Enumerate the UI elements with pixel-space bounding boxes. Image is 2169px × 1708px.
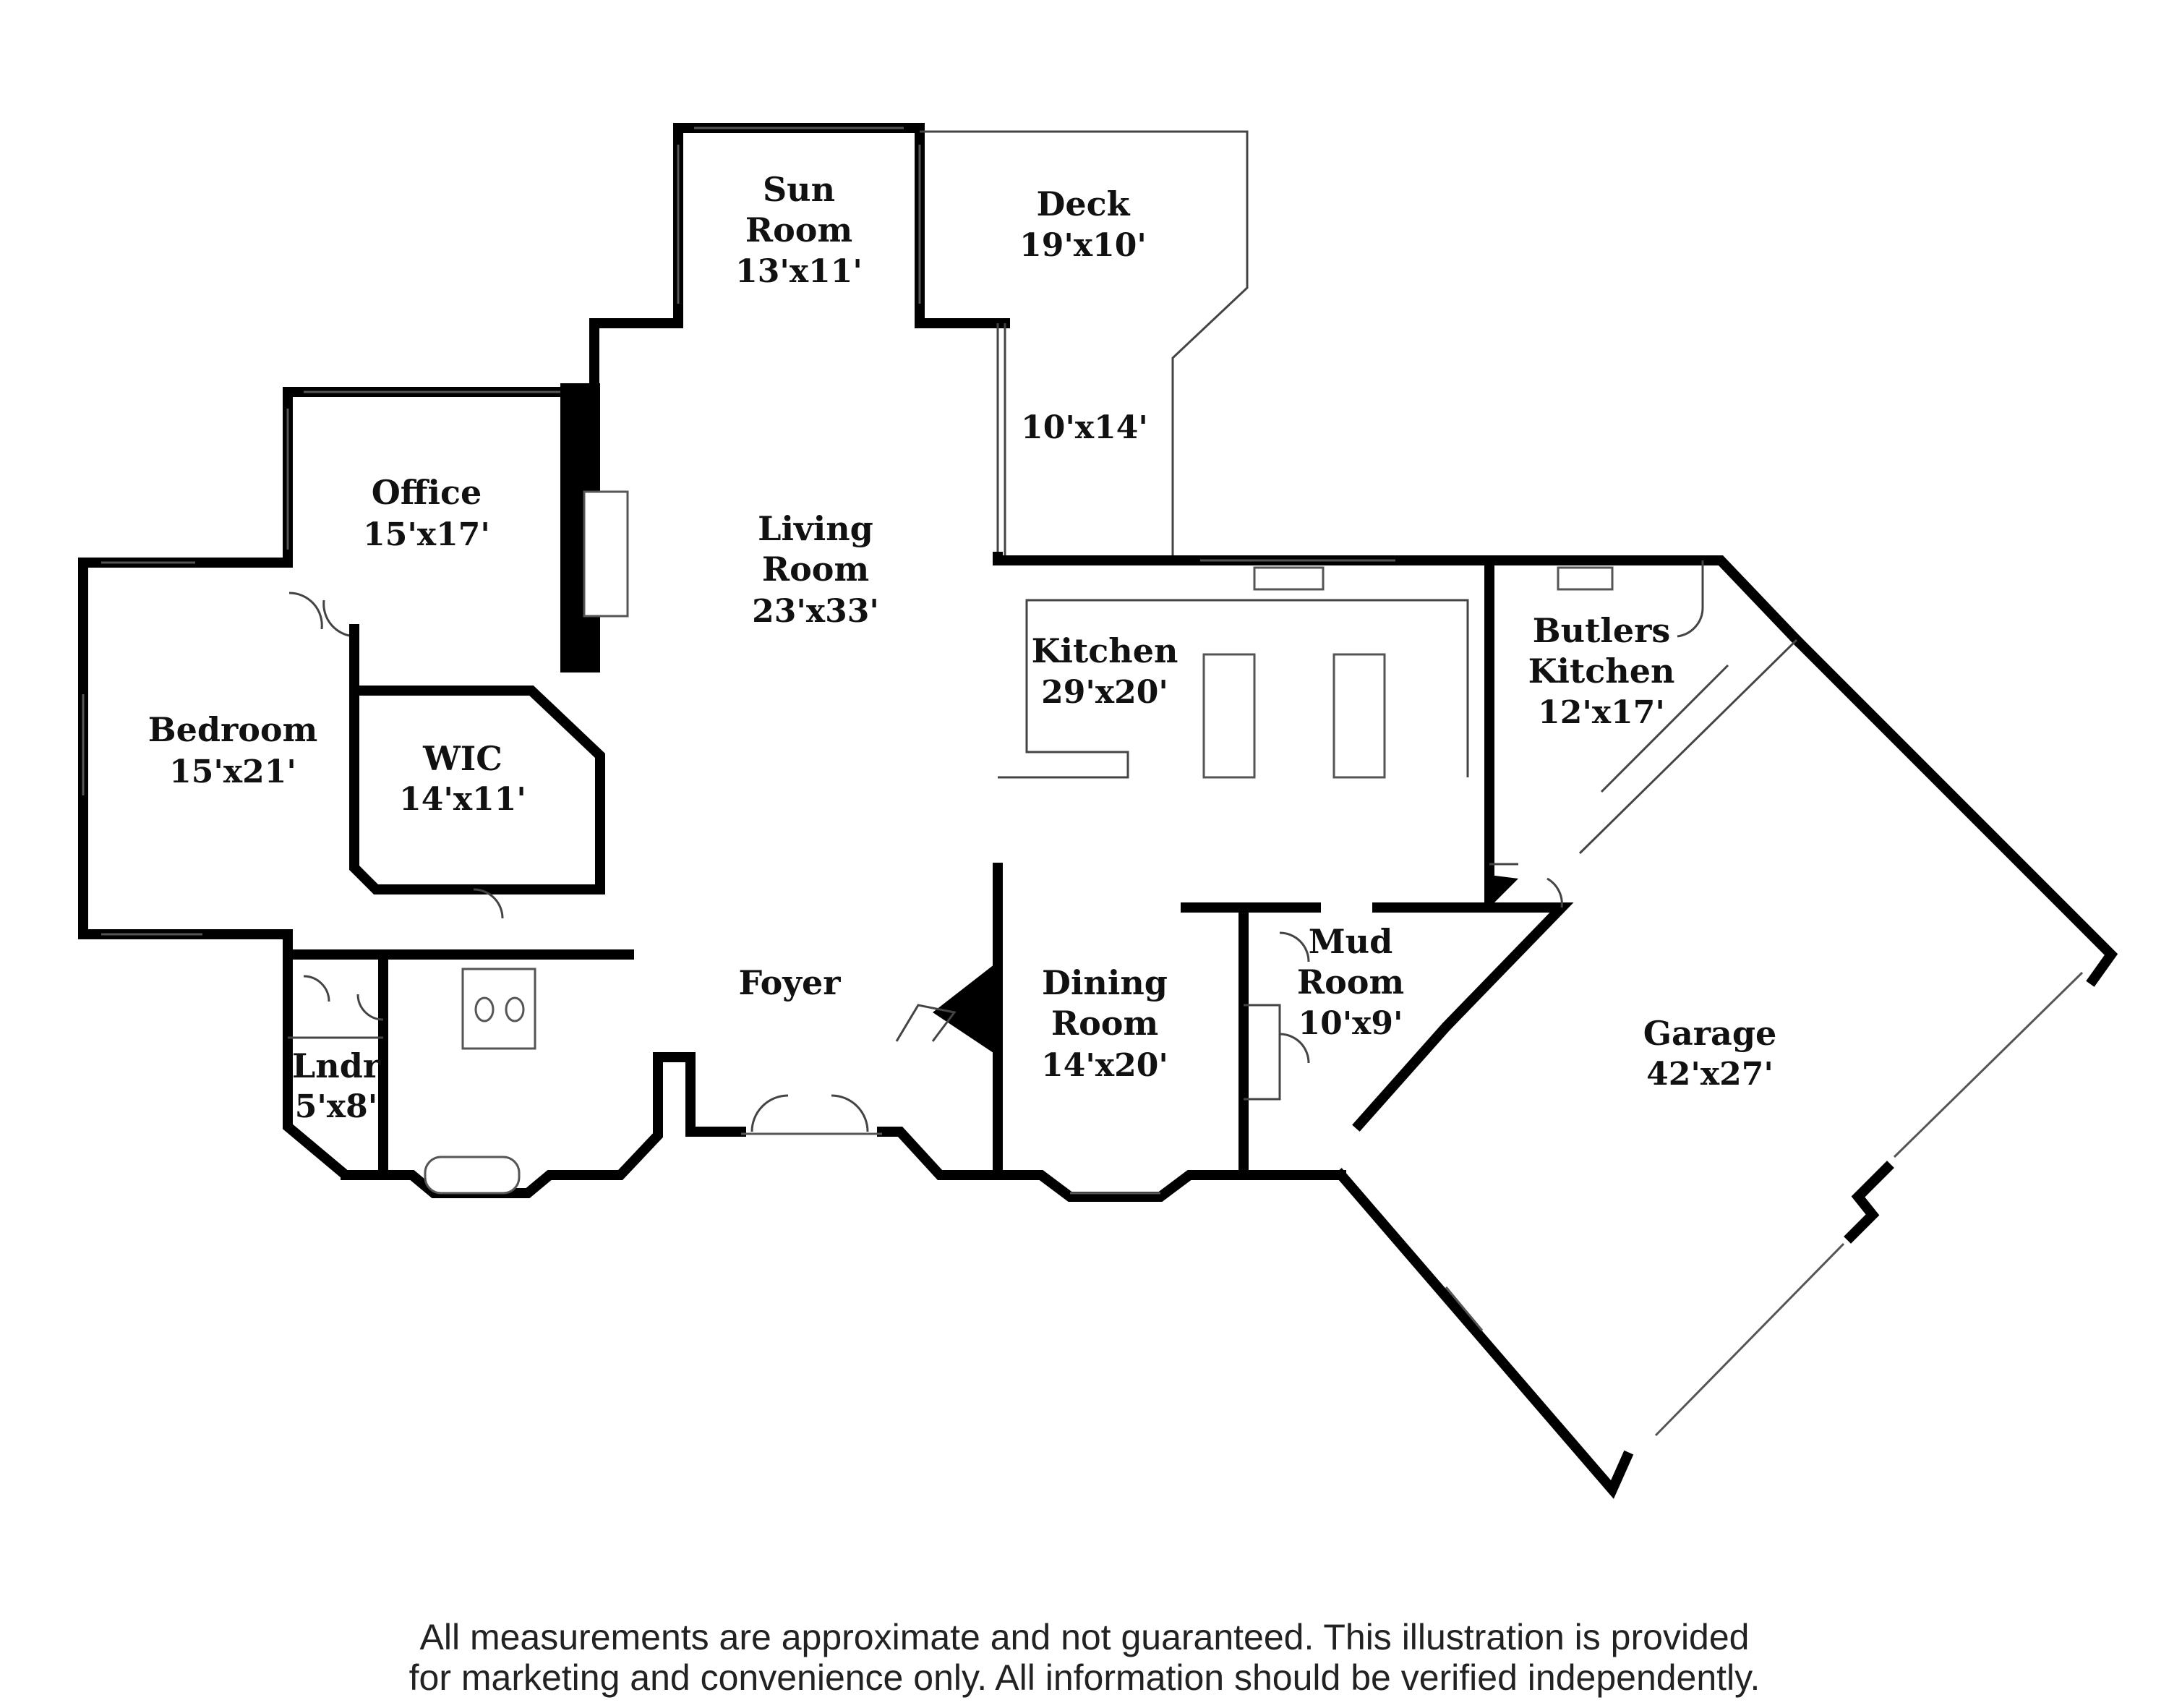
bedroom-label: Bedroom: [148, 710, 318, 749]
deck: [920, 130, 1249, 557]
butlers-kitchen-dims: 12'x17': [1538, 694, 1665, 731]
living-foyer: [685, 552, 1003, 1180]
deck-lower-dims: 10'x14': [1021, 409, 1148, 446]
wic: [349, 624, 605, 919]
butlers-kitchen: [1484, 555, 1804, 866]
kitchen-dims: 29'x20': [1041, 674, 1168, 711]
butlers-kitchen-label-line2: Kitchen: [1528, 652, 1675, 691]
kitchen-label: Kitchen: [1032, 631, 1178, 670]
laundry-label: Lndr: [292, 1046, 381, 1085]
sun-room-dims: 13'x11': [735, 253, 863, 290]
stair-block: [933, 962, 998, 1056]
disclaimer-line2: for marketing and convenience only. All …: [408, 1657, 1761, 1698]
kitchen: [993, 555, 1494, 913]
disclaimer-line1: All measurements are approximate and not…: [419, 1617, 1750, 1657]
bedroom: [78, 558, 355, 939]
garage-dims: 42'x27': [1646, 1056, 1774, 1093]
living-room-label-line1: Living: [758, 509, 873, 548]
sun-room-label-line2: Room: [745, 210, 852, 249]
garage: [1334, 633, 2118, 1499]
deck-dims: 19'x10': [1019, 227, 1147, 264]
dining-room-dims: 14'x20': [1041, 1047, 1168, 1084]
foyer-label: Foyer: [738, 963, 841, 1002]
mud-room: [1244, 875, 1574, 1180]
wic-label: WIC: [422, 739, 502, 778]
office: [283, 383, 629, 672]
living-room-label-line2: Room: [762, 550, 869, 589]
bath-laundry-wing: [283, 929, 696, 1198]
wic-dims: 14'x11': [399, 781, 526, 818]
sun-room: [589, 123, 1010, 388]
disclaimer: All measurements are approximate and not…: [217, 1617, 1952, 1698]
living-room-dims: 23'x33': [752, 593, 879, 630]
garage-label: Garage: [1643, 1014, 1777, 1053]
mud-room-dims: 10'x9': [1298, 1005, 1403, 1042]
mud-room-label-line1: Mud: [1309, 922, 1393, 961]
deck-label: Deck: [1036, 184, 1130, 223]
laundry-dims: 5'x8': [295, 1088, 377, 1125]
mud-room-label-line2: Room: [1297, 962, 1404, 1002]
office-label: Office: [372, 473, 482, 512]
bedroom-dims: 15'x21': [169, 753, 296, 790]
sun-room-label-line1: Sun: [763, 170, 835, 209]
office-dims: 15'x17': [363, 516, 490, 553]
butlers-kitchen-label-line1: Butlers: [1533, 611, 1670, 650]
dining-room-label-line2: Room: [1051, 1004, 1158, 1043]
mud-room-pier: [1489, 875, 1518, 908]
dining-room: [993, 910, 1303, 1202]
dining-room-label-line1: Dining: [1042, 963, 1168, 1002]
